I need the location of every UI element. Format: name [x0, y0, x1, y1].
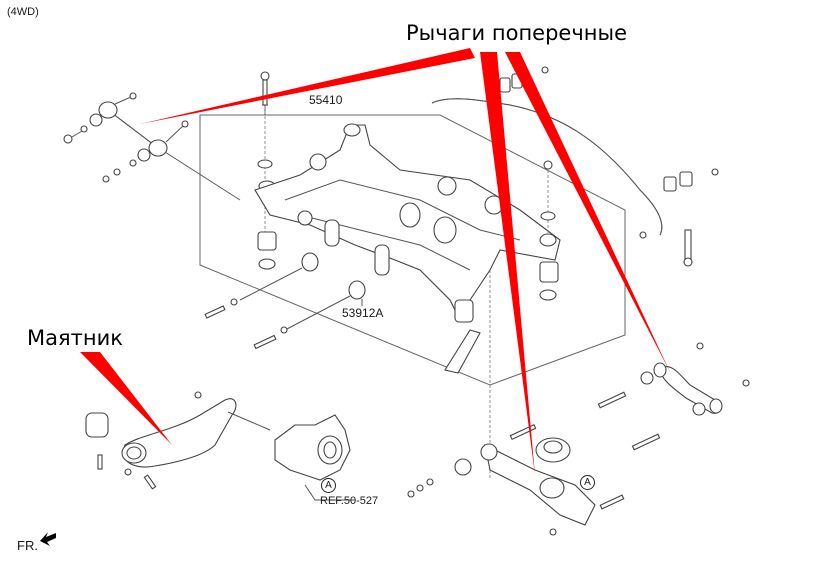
rear-subframe — [254, 123, 561, 480]
reference-label: REF.50-527 — [320, 495, 379, 507]
callout-arrow-to-upper-link — [140, 48, 475, 124]
marker-a-knuckle: A — [321, 478, 336, 493]
lower-lateral-arm-right — [597, 342, 750, 451]
trailing-arm — [85, 391, 271, 490]
bushing-53912A — [204, 252, 366, 350]
rear-knuckle — [274, 414, 355, 501]
subframe-bolt — [257, 71, 277, 270]
front-direction-arrow-icon — [40, 532, 56, 546]
lateral-arms-callout-arrows — [140, 48, 670, 475]
subframe-group-frame — [199, 114, 626, 386]
callout-arrow-to-center-arm — [480, 52, 535, 475]
stabilizer-bar — [431, 66, 719, 267]
front-indicator-label: FR. — [17, 538, 38, 553]
marker-a-lower-arm: A — [580, 475, 595, 490]
lower-lateral-arm-center — [407, 423, 625, 536]
callout-lateral-arms: Рычаги поперечные — [406, 21, 627, 45]
callout-trailing-arm: Маятник — [27, 326, 123, 350]
part-number-bushing: 53912A — [342, 306, 384, 320]
trailing-arm-callout-arrow — [80, 352, 172, 445]
callout-arrow-to-right-arm — [505, 52, 670, 372]
variant-label: (4WD) — [7, 6, 39, 18]
part-number-subframe: 55410 — [309, 93, 343, 107]
upper-lateral-link — [63, 92, 241, 201]
